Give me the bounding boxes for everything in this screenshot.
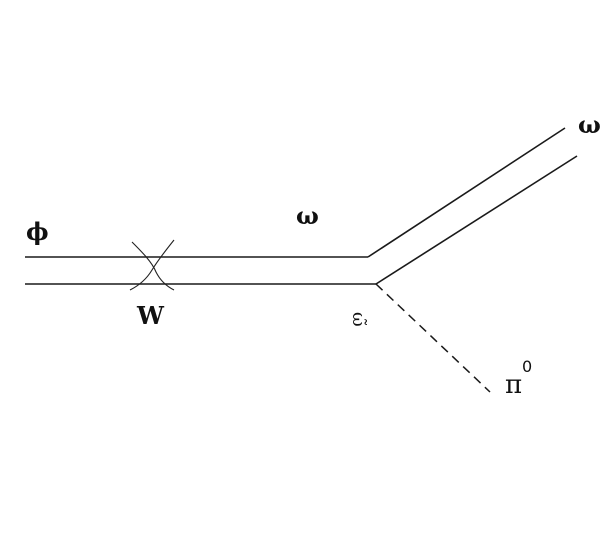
label-omega-propagator: ω xyxy=(296,201,319,230)
outgoing-pion-dashed-line xyxy=(375,283,491,393)
outgoing-omega-lower-line xyxy=(375,155,578,285)
label-pion: π xyxy=(505,370,522,400)
label-w: W xyxy=(136,301,165,330)
label-pion-charge: 0 xyxy=(522,357,532,376)
label-omega-outgoing: ω xyxy=(578,110,601,139)
label-phi: ϕ xyxy=(26,217,49,246)
outgoing-omega-upper-line xyxy=(367,127,566,258)
label-vertex-omega-tilde: ω̃ xyxy=(348,312,369,327)
w-insertion-cross xyxy=(129,239,175,291)
